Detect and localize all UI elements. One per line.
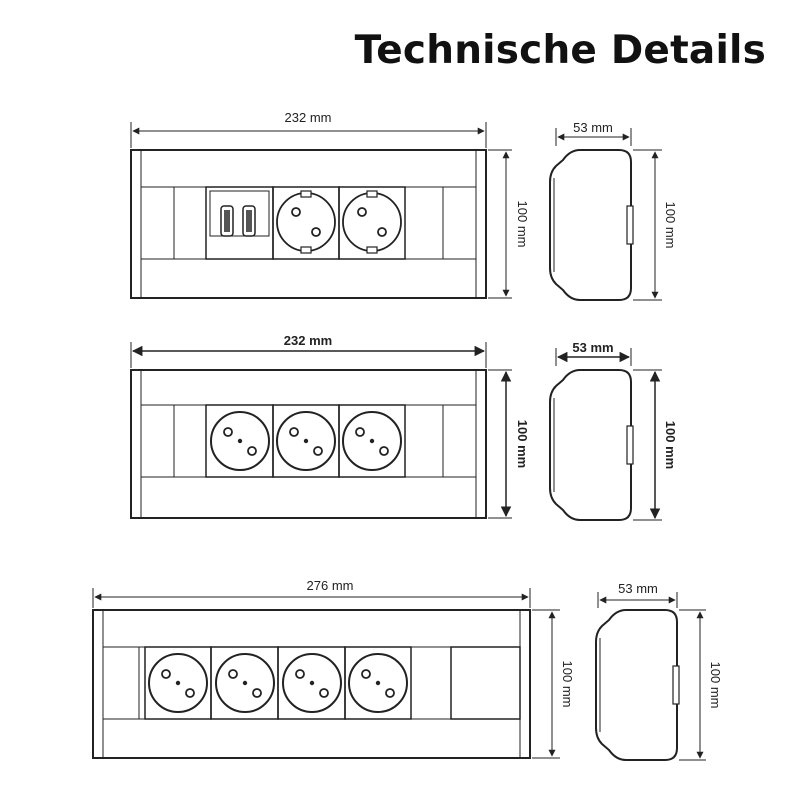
model-2-side-view: 53 mm 100 mm <box>549 340 678 521</box>
model-3-dimensions: 276 mm 100 mm <box>92 578 575 759</box>
side-profile <box>549 149 632 301</box>
usb-charger-module <box>205 186 274 260</box>
side-height-label: 100 mm <box>663 421 678 469</box>
depth-label: 53 mm <box>572 340 613 355</box>
height-label: 100 mm <box>515 420 530 468</box>
blank-module-right-outer <box>442 186 477 260</box>
width-label: 232 mm <box>284 333 332 348</box>
schuko-socket <box>272 186 340 260</box>
blank-module-left <box>102 646 140 720</box>
depth-label: 53 mm <box>573 120 613 135</box>
side-height-label: 100 mm <box>663 202 678 249</box>
model-1-front-view <box>130 149 487 299</box>
french-socket <box>272 404 340 478</box>
height-label: 100 mm <box>515 201 530 248</box>
page-title: Technische Details <box>354 28 766 73</box>
side-profile <box>595 609 678 761</box>
model-2-front-view <box>130 369 487 519</box>
schuko-socket <box>338 186 406 260</box>
blank-module-right-outer <box>442 404 477 478</box>
side-height-label: 100 mm <box>708 662 723 709</box>
french-socket <box>277 646 346 720</box>
model-2-dimensions: 232 mm 100 mm <box>130 333 530 519</box>
model-3-front-view <box>92 609 531 759</box>
blank-module-right <box>450 646 521 720</box>
french-socket <box>210 646 279 720</box>
height-label: 100 mm <box>560 661 575 708</box>
side-profile <box>549 369 632 521</box>
model-1-side-view: 53 mm 100 mm <box>549 120 678 301</box>
french-socket <box>344 646 412 720</box>
depth-label: 53 mm <box>618 581 658 596</box>
model-3-side-view: 53 mm 100 mm <box>595 581 723 761</box>
width-label: 276 mm <box>307 578 354 593</box>
french-socket <box>205 404 274 478</box>
french-socket <box>338 404 406 478</box>
model-1-dimensions: 232 mm 100 mm <box>130 110 530 299</box>
width-label: 232 mm <box>285 110 332 125</box>
